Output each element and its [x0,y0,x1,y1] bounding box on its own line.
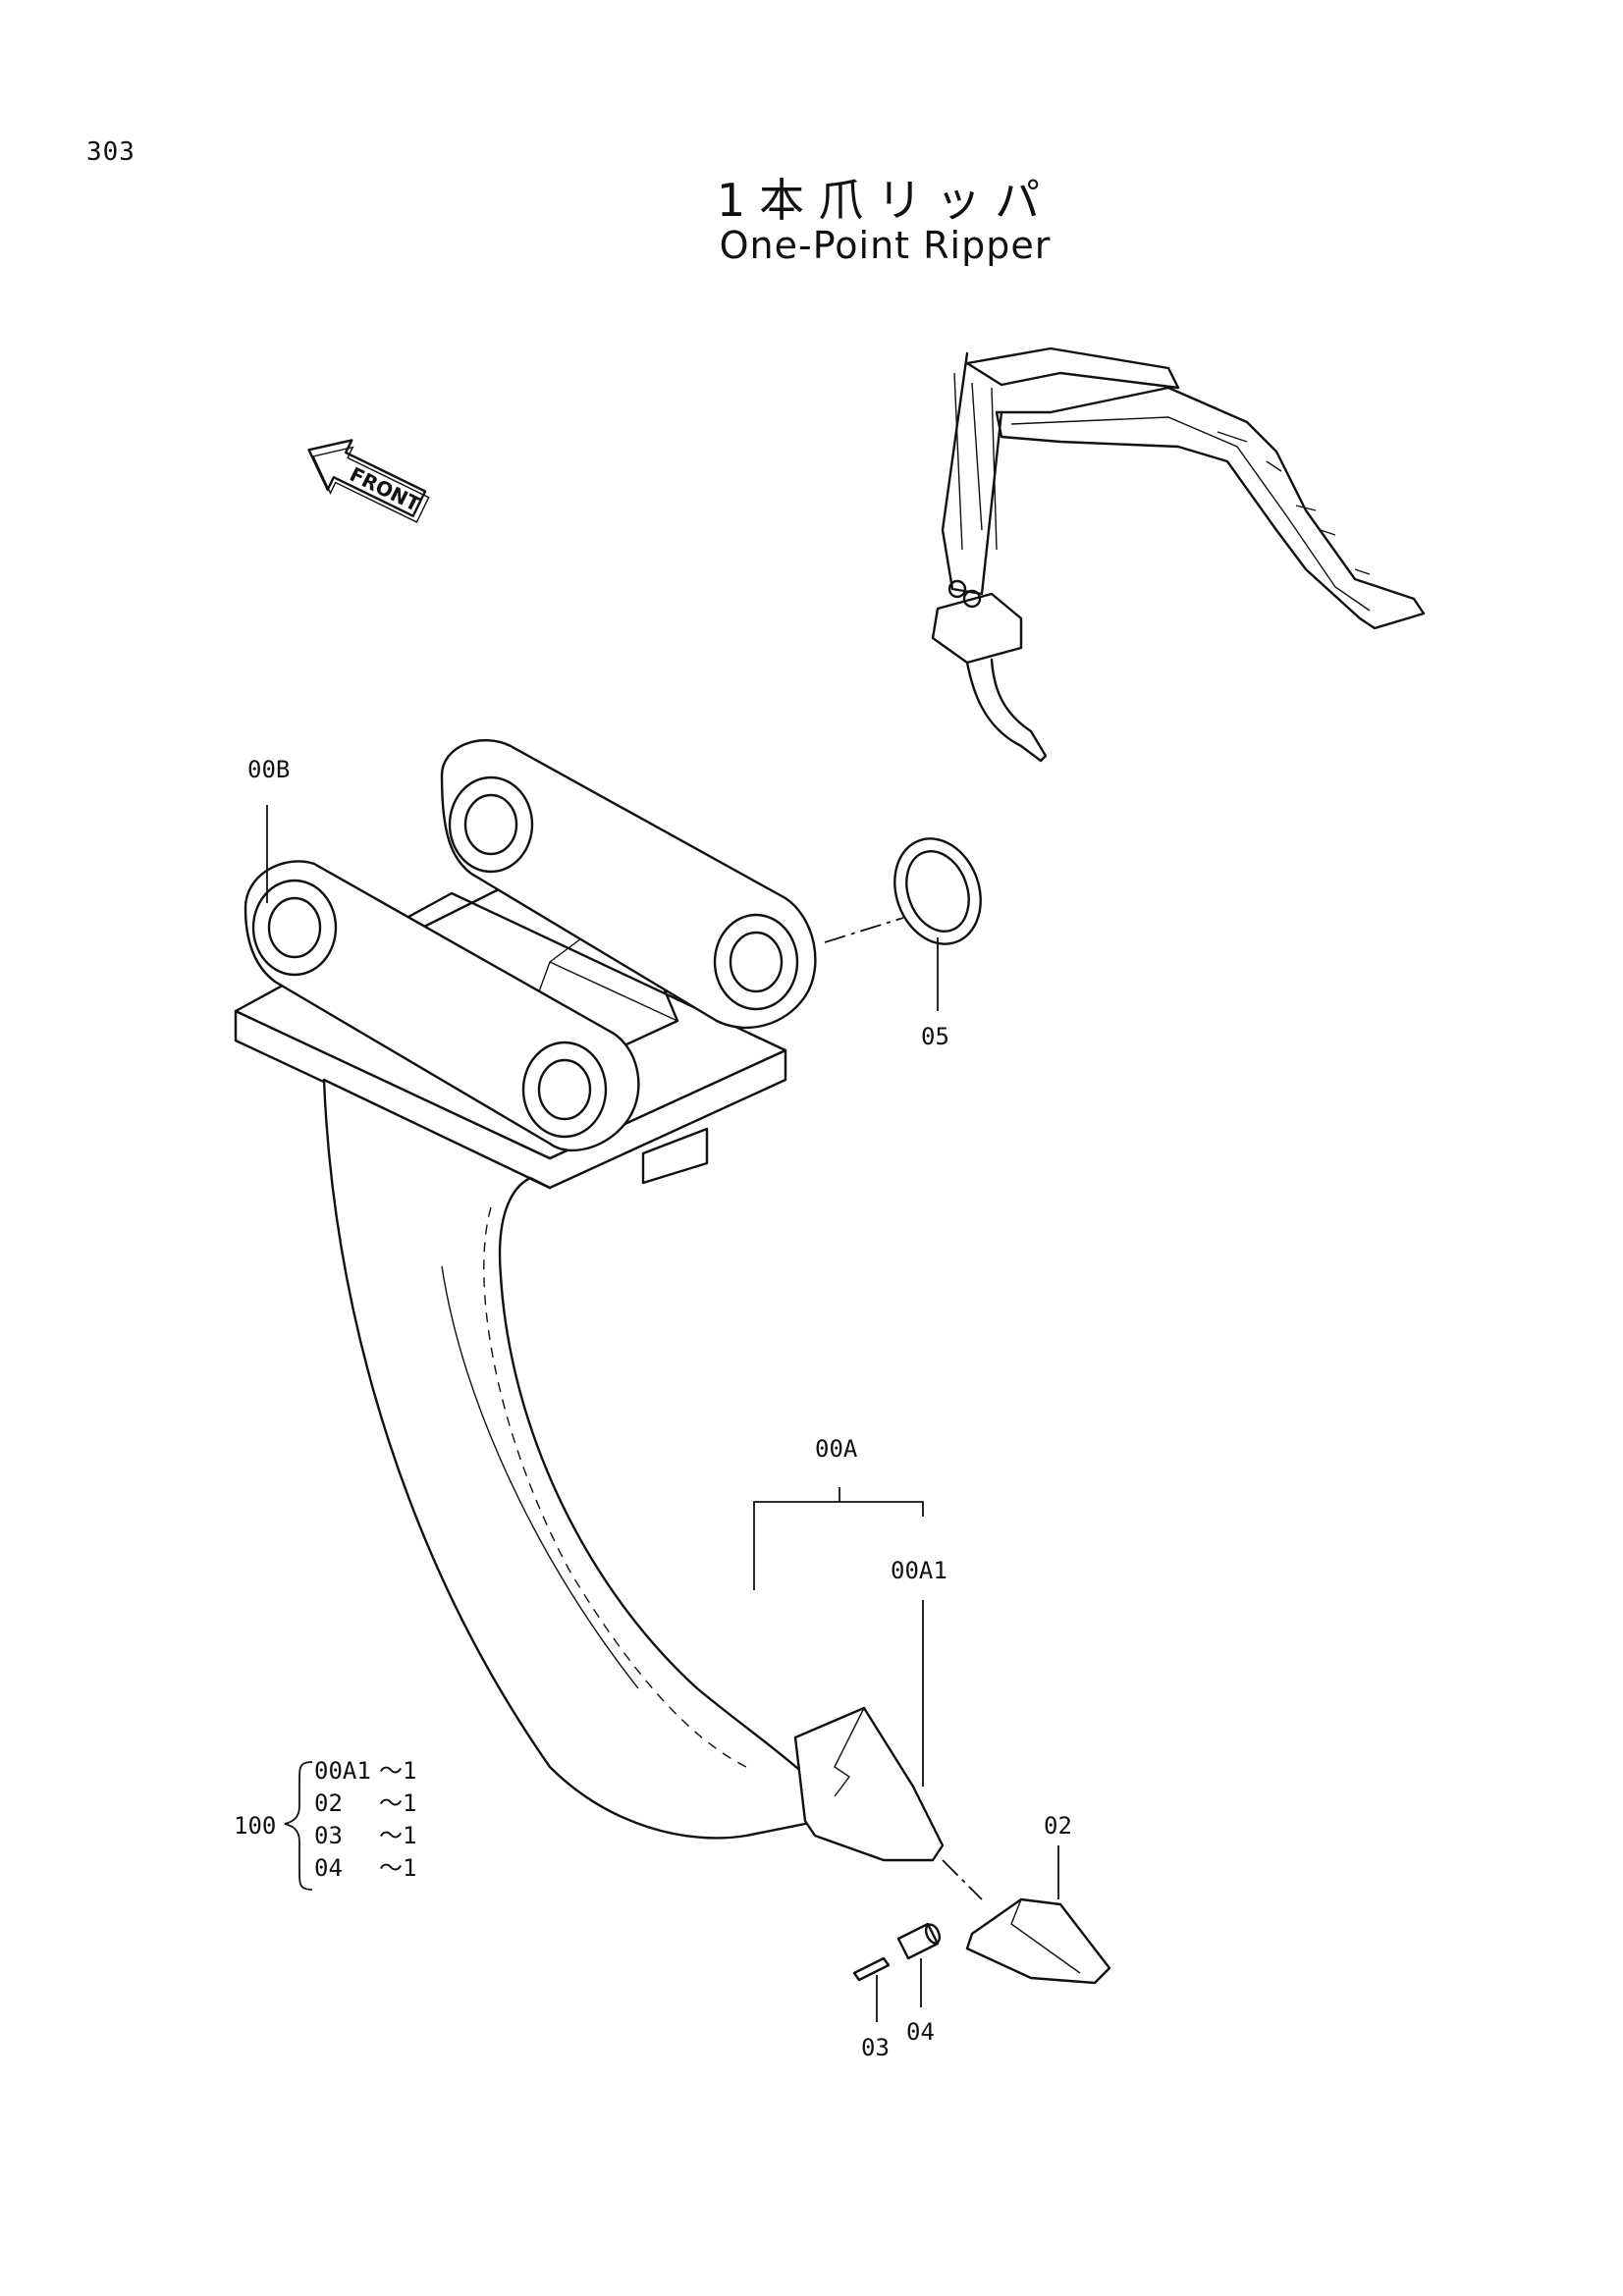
leader-00A [753,1487,924,1590]
front-direction-arrow-icon: FRONT [307,439,430,523]
kit-row-qty: ～1 [379,1854,416,1882]
callout-00B: 00B [247,756,290,783]
page-number: 303 [86,137,135,167]
callout-05: 05 [921,1023,949,1050]
callout-03: 03 [861,2034,890,2061]
kit-row-part: 00A1 [314,1757,371,1785]
kit-row-part: 03 [314,1822,343,1849]
kit-number: 100 [234,1812,276,1840]
callout-04: 04 [906,2018,935,2046]
kit-row-part: 04 [314,1854,343,1882]
kit-row-qty: ～1 [379,1822,416,1849]
callout-02: 02 [1044,1812,1072,1840]
title-japanese: 1本爪リッパ [716,174,1055,227]
ripper-bracket [234,738,817,1190]
kit-row-qty: ～1 [379,1757,416,1785]
kit-row-qty: ～1 [379,1789,416,1817]
excavator-inset-illustration [931,347,1426,763]
kit-brace [284,1761,313,1891]
kit-breakdown: 100 00A1 ～1 02 ～1 03 ～1 04 ～1 [234,1757,416,1891]
tooth-part [942,1859,1111,1985]
ring-part [824,837,982,945]
ripper-shank [322,1078,945,1862]
callout-00A1: 00A1 [891,1557,947,1584]
title-english: One-Point Ripper [719,224,1052,267]
pin-part [852,1956,891,2022]
lock-part [896,1922,942,2007]
callout-00A: 00A [815,1435,858,1463]
kit-row-part: 02 [314,1789,343,1817]
